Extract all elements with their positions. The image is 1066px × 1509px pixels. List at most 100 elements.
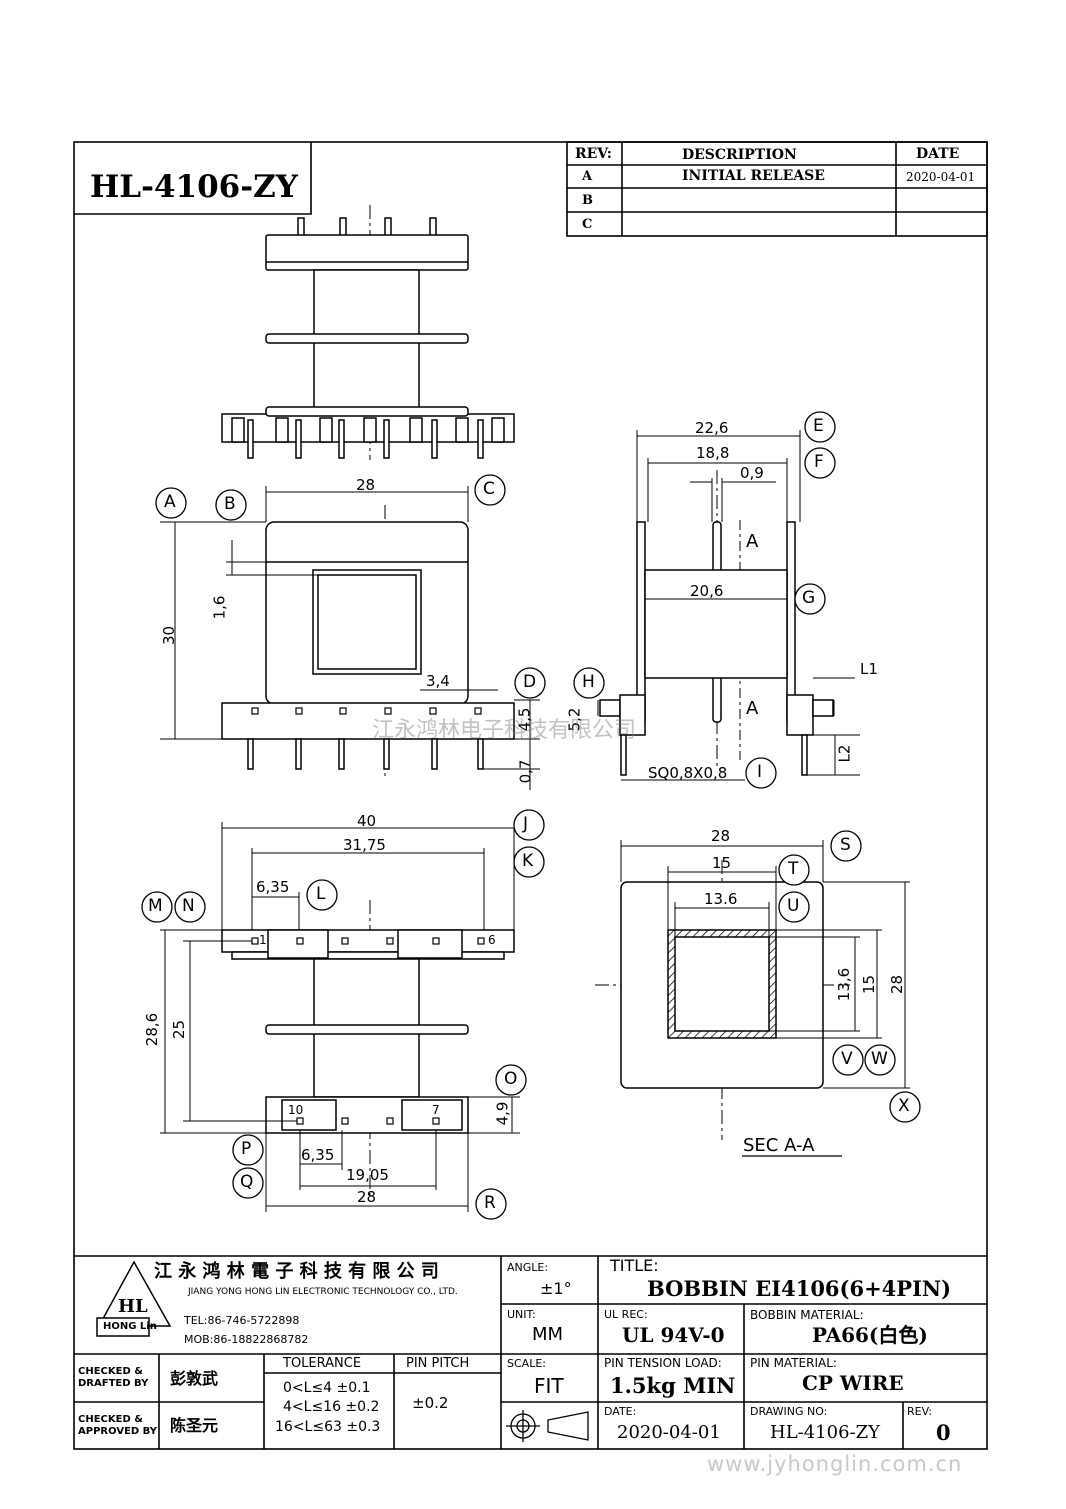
rev-header-date: DATE [916, 146, 960, 162]
dim-l2: L2 [835, 744, 854, 763]
pin-label-10: 10 [288, 1103, 304, 1117]
bobbin-material-label: BOBBIN MATERIAL: [750, 1308, 864, 1322]
callout-f: F [814, 452, 824, 472]
pin-tension-label: PIN TENSION LOAD: [604, 1356, 722, 1370]
company-name-en: JIANG YONG HONG LIN ELECTRONIC TECHNOLOG… [188, 1287, 458, 1297]
callout-m: M [148, 896, 163, 916]
bobbin-material-value: PA66(白色) [812, 1323, 928, 1347]
bottom-view [221, 900, 515, 1200]
drawing-no-value: HL-4106-ZY [770, 1422, 881, 1443]
logo-name: HONG Lin [103, 1321, 157, 1332]
scale-label: SCALE: [507, 1357, 546, 1370]
ul-label: UL REC: [604, 1308, 648, 1321]
pin-material-value: CP WIRE [802, 1371, 904, 1395]
callout-q: Q [240, 1172, 254, 1192]
callout-t: T [788, 859, 799, 879]
dim-front-height: 30 [160, 625, 179, 646]
dim-side-g: 20,6 [690, 582, 724, 600]
watermark: 江永鸿林电子科技有限公司 [372, 718, 637, 743]
callout-p: P [241, 1139, 252, 1159]
tolerance-row-2: 4<L≤16 ±0.2 [283, 1399, 380, 1415]
rev-row-c-rev: C [582, 217, 593, 232]
rev-row-a-description: INITIAL RELEASE [682, 168, 825, 184]
callout-l: L [316, 884, 326, 904]
company-mob: MOB:86-18822868782 [184, 1333, 309, 1346]
angle-label: ANGLE: [507, 1261, 549, 1274]
callout-u: U [787, 896, 800, 916]
pin-pitch-value: ±0.2 [412, 1394, 449, 1412]
dim-bottom-49: 4,9 [493, 1101, 512, 1126]
tolerance-label: TOLERANCE [283, 1356, 362, 1371]
header-box [74, 142, 312, 215]
dim-l1: L1 [860, 660, 878, 678]
pin-tension-value: 1.5kg MIN [610, 1373, 736, 1398]
title-label: TITLE: [610, 1256, 659, 1275]
callout-h: H [582, 672, 595, 692]
company-tel: TEL:86-746-5722898 [184, 1314, 300, 1327]
date-label: DATE: [604, 1405, 637, 1418]
rev-row-b-rev: B [582, 193, 593, 208]
rev-value: 0 [936, 1420, 951, 1445]
callout-k: K [522, 851, 534, 871]
dim-bottom-3175: 31,75 [343, 836, 386, 854]
title-value: BOBBIN EI4106(6+4PIN) [647, 1276, 952, 1301]
dim-flange-thk: 1,6 [210, 595, 229, 620]
logo-letters: HL [118, 1296, 148, 1317]
dim-bottom-25: 25 [170, 1019, 189, 1040]
pin-pitch-label: PIN PITCH [406, 1356, 470, 1371]
dim-side-09: 0,9 [740, 464, 764, 482]
dim-sec-v15: 15 [860, 974, 879, 995]
callout-j: J [523, 814, 529, 834]
pin-label-6: 6 [488, 933, 496, 947]
footer-url: www.jyhonglin.com.cn [707, 1452, 963, 1476]
front-view [221, 505, 515, 780]
dim-sq: SQ0,8X0,8 [648, 764, 728, 782]
rev-row-a-date: 2020-04-01 [906, 170, 976, 184]
section-aa-label: SEC A-A [743, 1135, 815, 1156]
rev-label: REV: [907, 1405, 932, 1418]
pin-label-1: 1 [259, 933, 267, 947]
rev-header-rev: REV: [575, 146, 612, 162]
dim-bottom-635b: 6,35 [301, 1146, 335, 1164]
checked-approved-label: CHECKED & APPROVED BY [78, 1414, 157, 1437]
callout-n: N [182, 896, 195, 916]
callout-r: R [484, 1193, 496, 1213]
rev-row-a-rev: A [582, 169, 593, 184]
dim-sec-136: 13.6 [704, 890, 738, 908]
dim-sec-v136: 13,6 [835, 967, 854, 1002]
angle-value: ±1° [540, 1279, 572, 1298]
callout-i: I [757, 762, 763, 782]
callout-x: X [898, 1096, 910, 1116]
revision-table-lines [566, 141, 988, 237]
scale-value: FIT [534, 1374, 564, 1398]
section-mark-a-bottom: A [746, 698, 759, 719]
dim-sec-v28: 28 [888, 974, 907, 995]
side-view [599, 470, 834, 776]
callout-d: D [523, 672, 537, 692]
dim-bottom-635a: 6,35 [256, 878, 290, 896]
company-logo [96, 1260, 172, 1337]
date-value: 2020-04-01 [617, 1422, 721, 1443]
drawing-no-label: DRAWING NO: [750, 1405, 828, 1418]
dim-pin-len: 0,7 [516, 759, 535, 784]
callout-s: S [840, 835, 851, 855]
section-aa [595, 860, 850, 1140]
company-name-cn: 江 永 鸿 林 電 子 科 技 有 限 公 司 [154, 1261, 439, 1282]
unit-value: MM [532, 1324, 564, 1345]
dim-side-f: 18,8 [696, 444, 730, 462]
callout-g: G [802, 588, 816, 608]
dim-bottom-28: 28 [357, 1188, 377, 1206]
front-view-dims [160, 486, 540, 790]
projection-symbol-icon [506, 1410, 589, 1442]
header-drawing-number: HL-4106-ZY [90, 169, 298, 205]
pin-label-7: 7 [432, 1103, 440, 1117]
sheet-frame [73, 141, 988, 1450]
rev-header-description: DESCRIPTION [682, 147, 797, 163]
callout-e: E [813, 416, 824, 436]
callout-a: A [164, 492, 176, 512]
ul-value: UL 94V-0 [622, 1323, 725, 1347]
dim-sec-28: 28 [711, 827, 731, 845]
unit-label: UNIT: [507, 1308, 536, 1321]
